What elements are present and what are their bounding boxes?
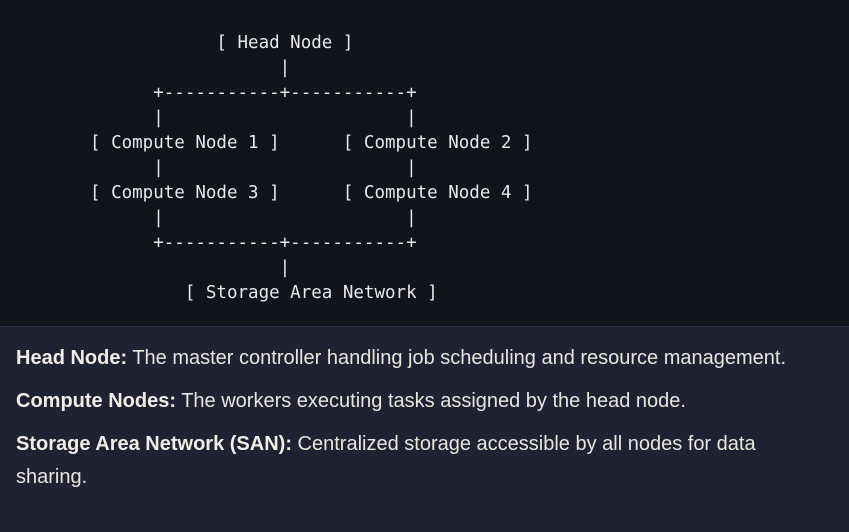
diagram-line-connector: | |: [90, 208, 417, 228]
diagram-line-compute-nodes-3-4: [ Compute Node 3 ] [ Compute Node 4 ]: [90, 183, 533, 203]
diagram-line-branch: +-----------+-----------+: [90, 83, 417, 103]
term-compute-nodes: Compute Nodes:: [16, 390, 176, 412]
diagram-line-connector: |: [90, 258, 291, 278]
diagram-line-compute-nodes-1-2: [ Compute Node 1 ] [ Compute Node 2 ]: [90, 133, 533, 153]
term-head-node: Head Node:: [16, 347, 128, 369]
diagram-line-merge: +-----------+-----------+: [90, 233, 417, 253]
diagram-line-connector: | |: [90, 158, 417, 178]
description-item-san: Storage Area Network (SAN): Centralized …: [16, 428, 829, 494]
diagram-line-connector: |: [90, 58, 291, 78]
description-item-compute-nodes: Compute Nodes: The workers executing tas…: [16, 385, 829, 418]
definition-compute-nodes: The workers executing tasks assigned by …: [176, 390, 686, 412]
code-block: [ Head Node ] | +-----------+-----------…: [0, 0, 849, 327]
term-san: Storage Area Network (SAN):: [16, 433, 292, 455]
description-item-head-node: Head Node: The master controller handlin…: [16, 342, 829, 375]
diagram-line-storage-network: [ Storage Area Network ]: [90, 283, 438, 303]
diagram-line-head-node: [ Head Node ]: [90, 33, 354, 53]
definition-san: Centralized storage accessible by all no…: [16, 433, 756, 488]
definition-head-node: The master controller handling job sched…: [127, 347, 787, 369]
description-list: Head Node: The master controller handlin…: [16, 342, 829, 504]
diagram-line-connector: | |: [90, 108, 417, 128]
